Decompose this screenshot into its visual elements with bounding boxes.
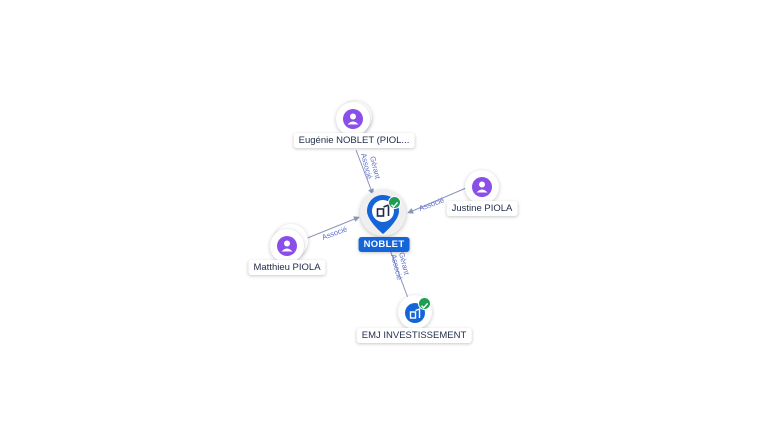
node-label-noblet: NOBLET xyxy=(358,237,410,252)
verified-check-icon xyxy=(418,297,431,310)
node-label-justine: Justine PIOLA xyxy=(446,201,518,216)
node-label-eugenie: Eugénie NOBLET (PIOL... xyxy=(293,133,415,148)
node-label-emj: EMJ INVESTISSEMENT xyxy=(356,328,472,343)
edge-eugenie-center xyxy=(355,149,374,195)
edge-label-justine-associe: Associé xyxy=(418,195,446,212)
person-icon xyxy=(343,109,363,129)
node-label-matthieu: Matthieu PIOLA xyxy=(248,260,326,275)
edge-justine-center xyxy=(407,187,467,214)
edge-center-emj xyxy=(389,249,409,299)
edge-matthieu-center xyxy=(299,216,360,242)
verified-check-icon xyxy=(388,196,401,209)
person-icon xyxy=(277,236,297,256)
person-icon xyxy=(472,177,492,197)
